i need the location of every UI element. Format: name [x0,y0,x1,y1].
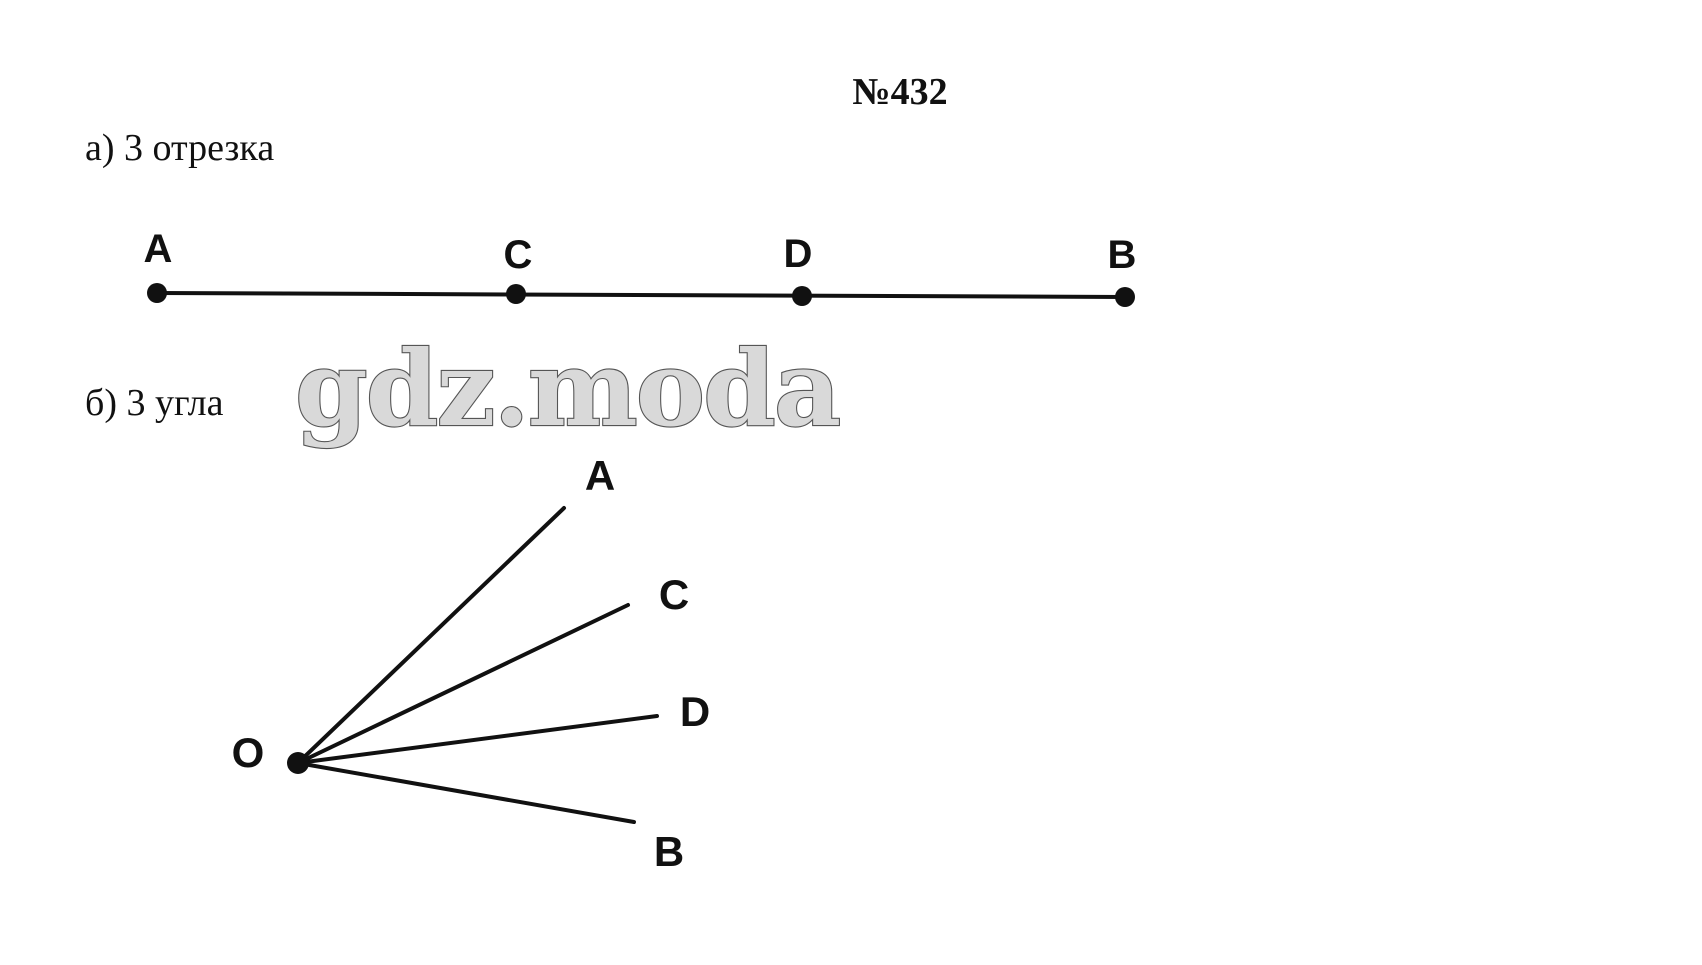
point-d [792,286,812,306]
point-b [1115,287,1135,307]
ray-b-label: B [654,828,684,875]
point-a [147,283,167,303]
point-d-label: D [784,232,813,276]
ray-ob [296,761,636,824]
vertex-o-label: O [232,729,265,776]
point-c-label: C [504,233,533,277]
part-b-label: б) 3 угла [85,382,224,424]
point-b-label: B [1108,233,1137,277]
vertex-o [287,752,309,774]
ray-a-label: A [585,452,615,499]
problem-number: №432 [852,71,947,113]
point-a-label: A [144,227,173,271]
segment-ab-line [155,291,1127,299]
ray-d-label: D [680,688,710,735]
ray-oc [296,603,630,765]
ray-oa [296,506,566,765]
angles-diagram: O A C D B [232,452,711,875]
point-c [506,284,526,304]
ray-c-label: C [659,571,689,618]
part-a-label: а) 3 отрезка [85,127,274,169]
ray-od [296,714,659,765]
watermark-logo: gdz.moda [295,327,839,450]
segment-diagram: A C D B [144,227,1137,307]
